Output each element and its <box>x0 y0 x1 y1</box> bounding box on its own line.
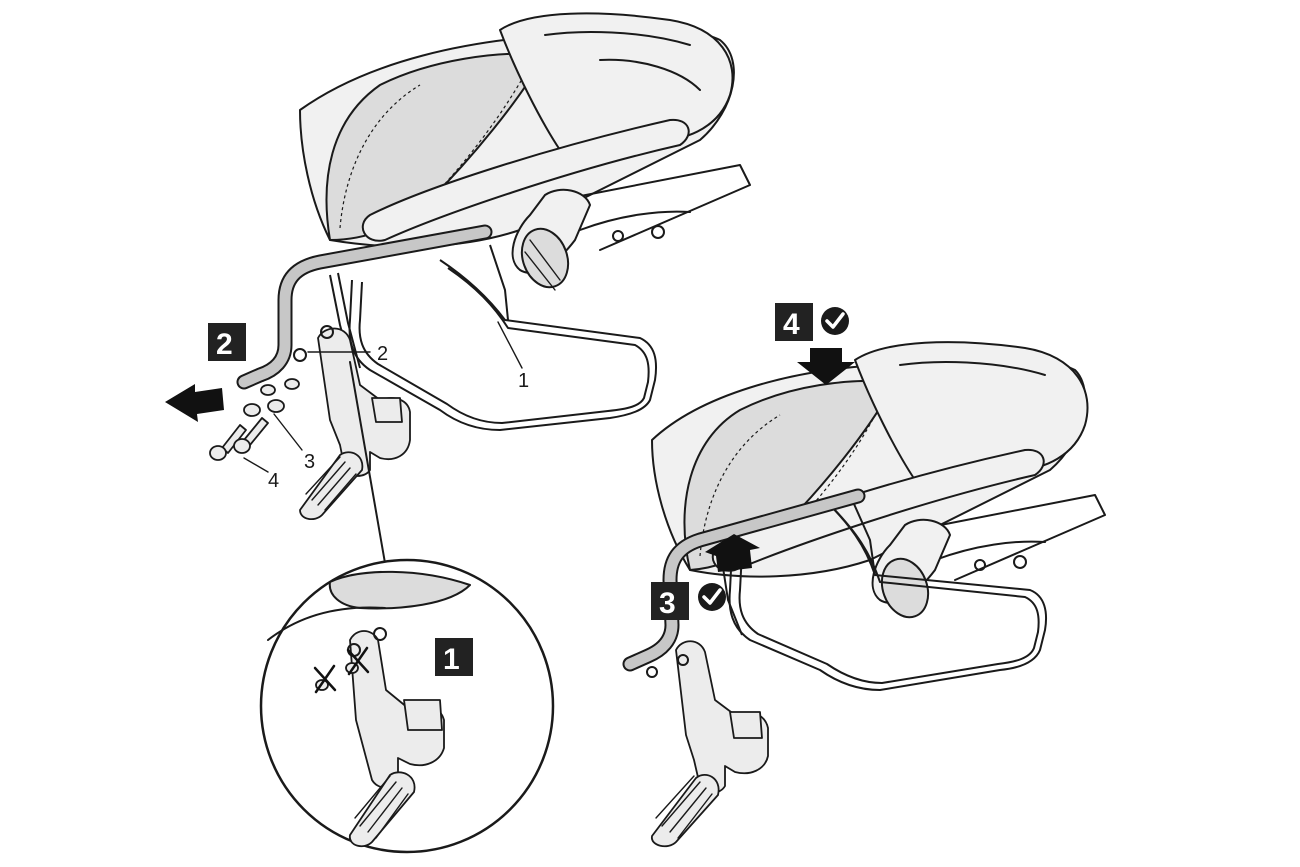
detail-zoom-circle <box>259 558 555 854</box>
push-arrow-up-icon <box>705 534 760 572</box>
remove-x-icon <box>313 646 370 694</box>
step-1-badge: 1 <box>435 638 473 676</box>
rack-tube-left <box>236 224 493 390</box>
push-arrow-down-icon <box>797 348 855 385</box>
motorcycle-rear-left <box>299 12 751 291</box>
push-arrow-icon <box>165 384 224 422</box>
callout-bolt: 4 <box>268 470 279 492</box>
svg-text:4: 4 <box>783 308 800 341</box>
callout-washer: 3 <box>304 451 315 473</box>
svg-text:1: 1 <box>443 643 460 676</box>
hardware-washers-bolts <box>209 378 300 461</box>
zoom-leader-line <box>349 361 386 564</box>
step-3-badge: 3 <box>651 582 689 620</box>
svg-text:3: 3 <box>659 587 676 620</box>
footpeg-bracket-left <box>293 325 411 521</box>
check-icon <box>821 307 849 335</box>
callout-rack: 1 <box>518 370 529 392</box>
footpeg-bracket-right <box>646 640 769 848</box>
motorcycle-rear-right <box>651 341 1106 619</box>
step-2-badge: 2 <box>208 323 246 361</box>
check-icon <box>698 583 726 611</box>
callout-leaders <box>243 321 523 473</box>
step-4-badge: 4 <box>775 303 813 341</box>
side-rack-frame-right <box>719 494 1048 691</box>
svg-text:2: 2 <box>216 328 233 361</box>
callout-bracket: 2 <box>377 343 388 365</box>
